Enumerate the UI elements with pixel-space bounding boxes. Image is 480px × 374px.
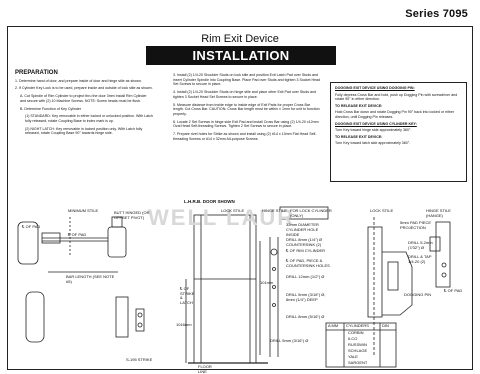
latch-stile-detail bbox=[367, 226, 383, 318]
dimension-1016: 1016mm bbox=[176, 322, 192, 327]
strike-plate bbox=[115, 296, 129, 338]
lock-stile-right-label: LOCK STILE bbox=[370, 208, 394, 213]
latch-pad bbox=[107, 226, 127, 258]
strike-label: S-195 STRIKE bbox=[126, 357, 153, 362]
install-step: 3. Install (2) 1/4-20 Shoulder Studs on … bbox=[173, 73, 321, 87]
installation-steps-column: 3. Install (2) 1/4-20 Shoulder Studs on … bbox=[173, 73, 321, 144]
table-header-din: DIN bbox=[382, 323, 389, 328]
document-title: Rim Exit Device bbox=[201, 33, 279, 45]
rim-cylinder-label: ℄ OF RIM CYLINDER bbox=[286, 248, 326, 253]
release-key-text: Turn Key toward latch side approximately… bbox=[335, 141, 411, 146]
hinge-drill bbox=[441, 262, 447, 268]
dogging-heading: DOGGING EXIT DEVICE USING DOGGING PIN: bbox=[335, 86, 415, 90]
hinge-pad bbox=[429, 236, 441, 252]
release-key-heading: TO RELEASE EXIT DEVICE: bbox=[335, 134, 383, 139]
release-text: Hold Cross Bar down and rotate Dogging P… bbox=[335, 110, 455, 119]
pad-projection-label: 5mm PAD PIECE PROJECTION bbox=[400, 220, 432, 230]
latch-pad-outline bbox=[382, 251, 413, 316]
door-elevation bbox=[193, 214, 257, 364]
installation-banner: INSTALLATION INSTRUCTIONS bbox=[146, 46, 336, 82]
strike-screw bbox=[137, 322, 143, 328]
hinge-stile-right-label: HINGE STILE (HANGE) bbox=[426, 208, 451, 218]
install-step: 4. Install (2) 1/4-20 Shoulder Studs on … bbox=[173, 90, 317, 99]
dogging-instructions-box: DOGGING EXIT DEVICE USING DOGGING PIN: F… bbox=[330, 82, 467, 182]
drill-hole bbox=[272, 267, 276, 271]
hinge-stile-label: HINGE STILE bbox=[262, 208, 287, 213]
lower-pad-piece bbox=[25, 291, 45, 343]
minimum-stile-label: MINIMUM STILE bbox=[68, 208, 99, 213]
strike-bracket bbox=[135, 308, 145, 332]
cylinder-detail-box bbox=[279, 206, 329, 220]
lock-stile-label: LOCK STILE bbox=[221, 208, 245, 213]
dogging-pin-label: DOGGING PIN bbox=[404, 292, 432, 297]
drill-5mm-label: DRILL 5mm (3/16") Ø bbox=[270, 338, 309, 343]
lock-cylinder-label: FOR LOCK CYLINDER (ONLY) bbox=[290, 208, 332, 218]
series-number: Series 7095 bbox=[405, 8, 468, 20]
drill-8mm-label: DRILL 8mm (5/16") Ø bbox=[286, 314, 325, 319]
pad-centerline-label: ℄ OF PAD bbox=[68, 232, 87, 237]
installation-drawing bbox=[17, 206, 451, 368]
install-step: 5. Measure distance from inside edge to … bbox=[173, 102, 320, 116]
door-shown-title: L.H.R.B. DOOR SHOWN bbox=[184, 199, 235, 204]
dogging-key-text: Turn Key toward hinge side approximately… bbox=[335, 128, 412, 133]
butt-hinged-label: BUTT HINGED (OR OFFSET PIVOT) bbox=[114, 210, 150, 220]
pad-holes-label: ℄ OF PAD, PIECE & COUNTERSINK HOLES bbox=[286, 258, 330, 268]
prep-step: (1) STANDARD: Key removable in either lo… bbox=[25, 114, 153, 123]
watermark: WELL LAUR bbox=[148, 205, 296, 230]
drill-countersink-label: DRILL 8mm (1/4") Ø COUNTERSINK (2) bbox=[286, 237, 323, 247]
table-header-cylinders: CYLINDERS bbox=[346, 323, 369, 328]
floor-line-label: FLOOR LINE bbox=[198, 364, 212, 374]
bar-length-label: BAR LENGTH (SEE NOTE #5) bbox=[66, 274, 115, 284]
pad-centerline-right: ℄ OF PAD bbox=[444, 288, 463, 293]
left-hinge-pad bbox=[17, 221, 39, 265]
pad-centerline-label: ℄ OF PAD bbox=[22, 224, 41, 229]
table-row: RUSSWIN bbox=[348, 342, 367, 347]
drill-hole bbox=[272, 303, 276, 307]
hinge-drill bbox=[441, 272, 447, 278]
table-row: YALE bbox=[348, 354, 358, 359]
table-row: CORBIN bbox=[348, 330, 364, 335]
table-row: SCHLAGE bbox=[348, 348, 368, 353]
cylinder-hole bbox=[270, 248, 278, 256]
preparation-heading: PREPARATION bbox=[15, 70, 58, 76]
instruction-frame: Rim Exit Device INSTALLATION INSTRUCTION… bbox=[7, 26, 473, 373]
drill-7-32-label: DRILL 5.2mm (7/32") Ø bbox=[408, 240, 433, 250]
dogging-key-heading: DOGGING EXIT DEVICE USING CYLINDER KEY: bbox=[335, 121, 417, 126]
dimension-101: 101mm bbox=[260, 280, 274, 285]
preparation-column: PREPARATION 1. Determine hand of door, a… bbox=[15, 70, 153, 139]
drill-hole bbox=[272, 285, 276, 289]
install-step: 7. Prepare rivet holes for Strike as sho… bbox=[173, 132, 317, 141]
prep-step: (2) NIGHT LATCH: Key removable in locked… bbox=[25, 126, 143, 136]
drill-12mm-label: DRILL 12mm (1/2") Ø bbox=[286, 274, 325, 279]
table-header-a: A MM bbox=[328, 323, 339, 328]
strike-screw bbox=[137, 312, 143, 318]
table-row: ILCO bbox=[348, 336, 358, 341]
table-row: SARGENT bbox=[348, 360, 368, 365]
cylinder-table bbox=[325, 322, 397, 368]
latch-head bbox=[111, 216, 123, 228]
inside-label: INSIDE bbox=[286, 232, 300, 237]
prep-step: 1. Determine hand of door, and prepare i… bbox=[15, 78, 142, 83]
install-step: 6. Locate 2 Set Screws in hinge side Exi… bbox=[173, 119, 319, 129]
dogging-text: Fully depress Cross Bar and hold, push u… bbox=[335, 92, 458, 102]
prep-step: B. Determine Function of Key Cylinder bbox=[20, 106, 82, 111]
strike-latch-label: ℄ OF STRIKE & LATCH bbox=[180, 286, 195, 305]
prep-step: 2. If Cylinder Key Lock is to be used, p… bbox=[15, 86, 153, 91]
drill-tap-label: DRILL & TAP 1/4-20 (2) bbox=[408, 254, 432, 264]
release-heading: TO RELEASE EXIT DEVICE: bbox=[335, 103, 383, 108]
cylinder-hole-label: 32mm DIAMETER CYLINDER HOLE bbox=[286, 222, 319, 232]
latch-bolt bbox=[387, 261, 399, 291]
prep-step: A. Cut Spindle of Rim Cylinder to projec… bbox=[20, 94, 147, 103]
hinge-stile-detail bbox=[435, 221, 451, 288]
drill-5mm-deep-label: DRILL 5mm (3/16") Ø, 6mm (1/4") DEEP bbox=[286, 292, 326, 302]
